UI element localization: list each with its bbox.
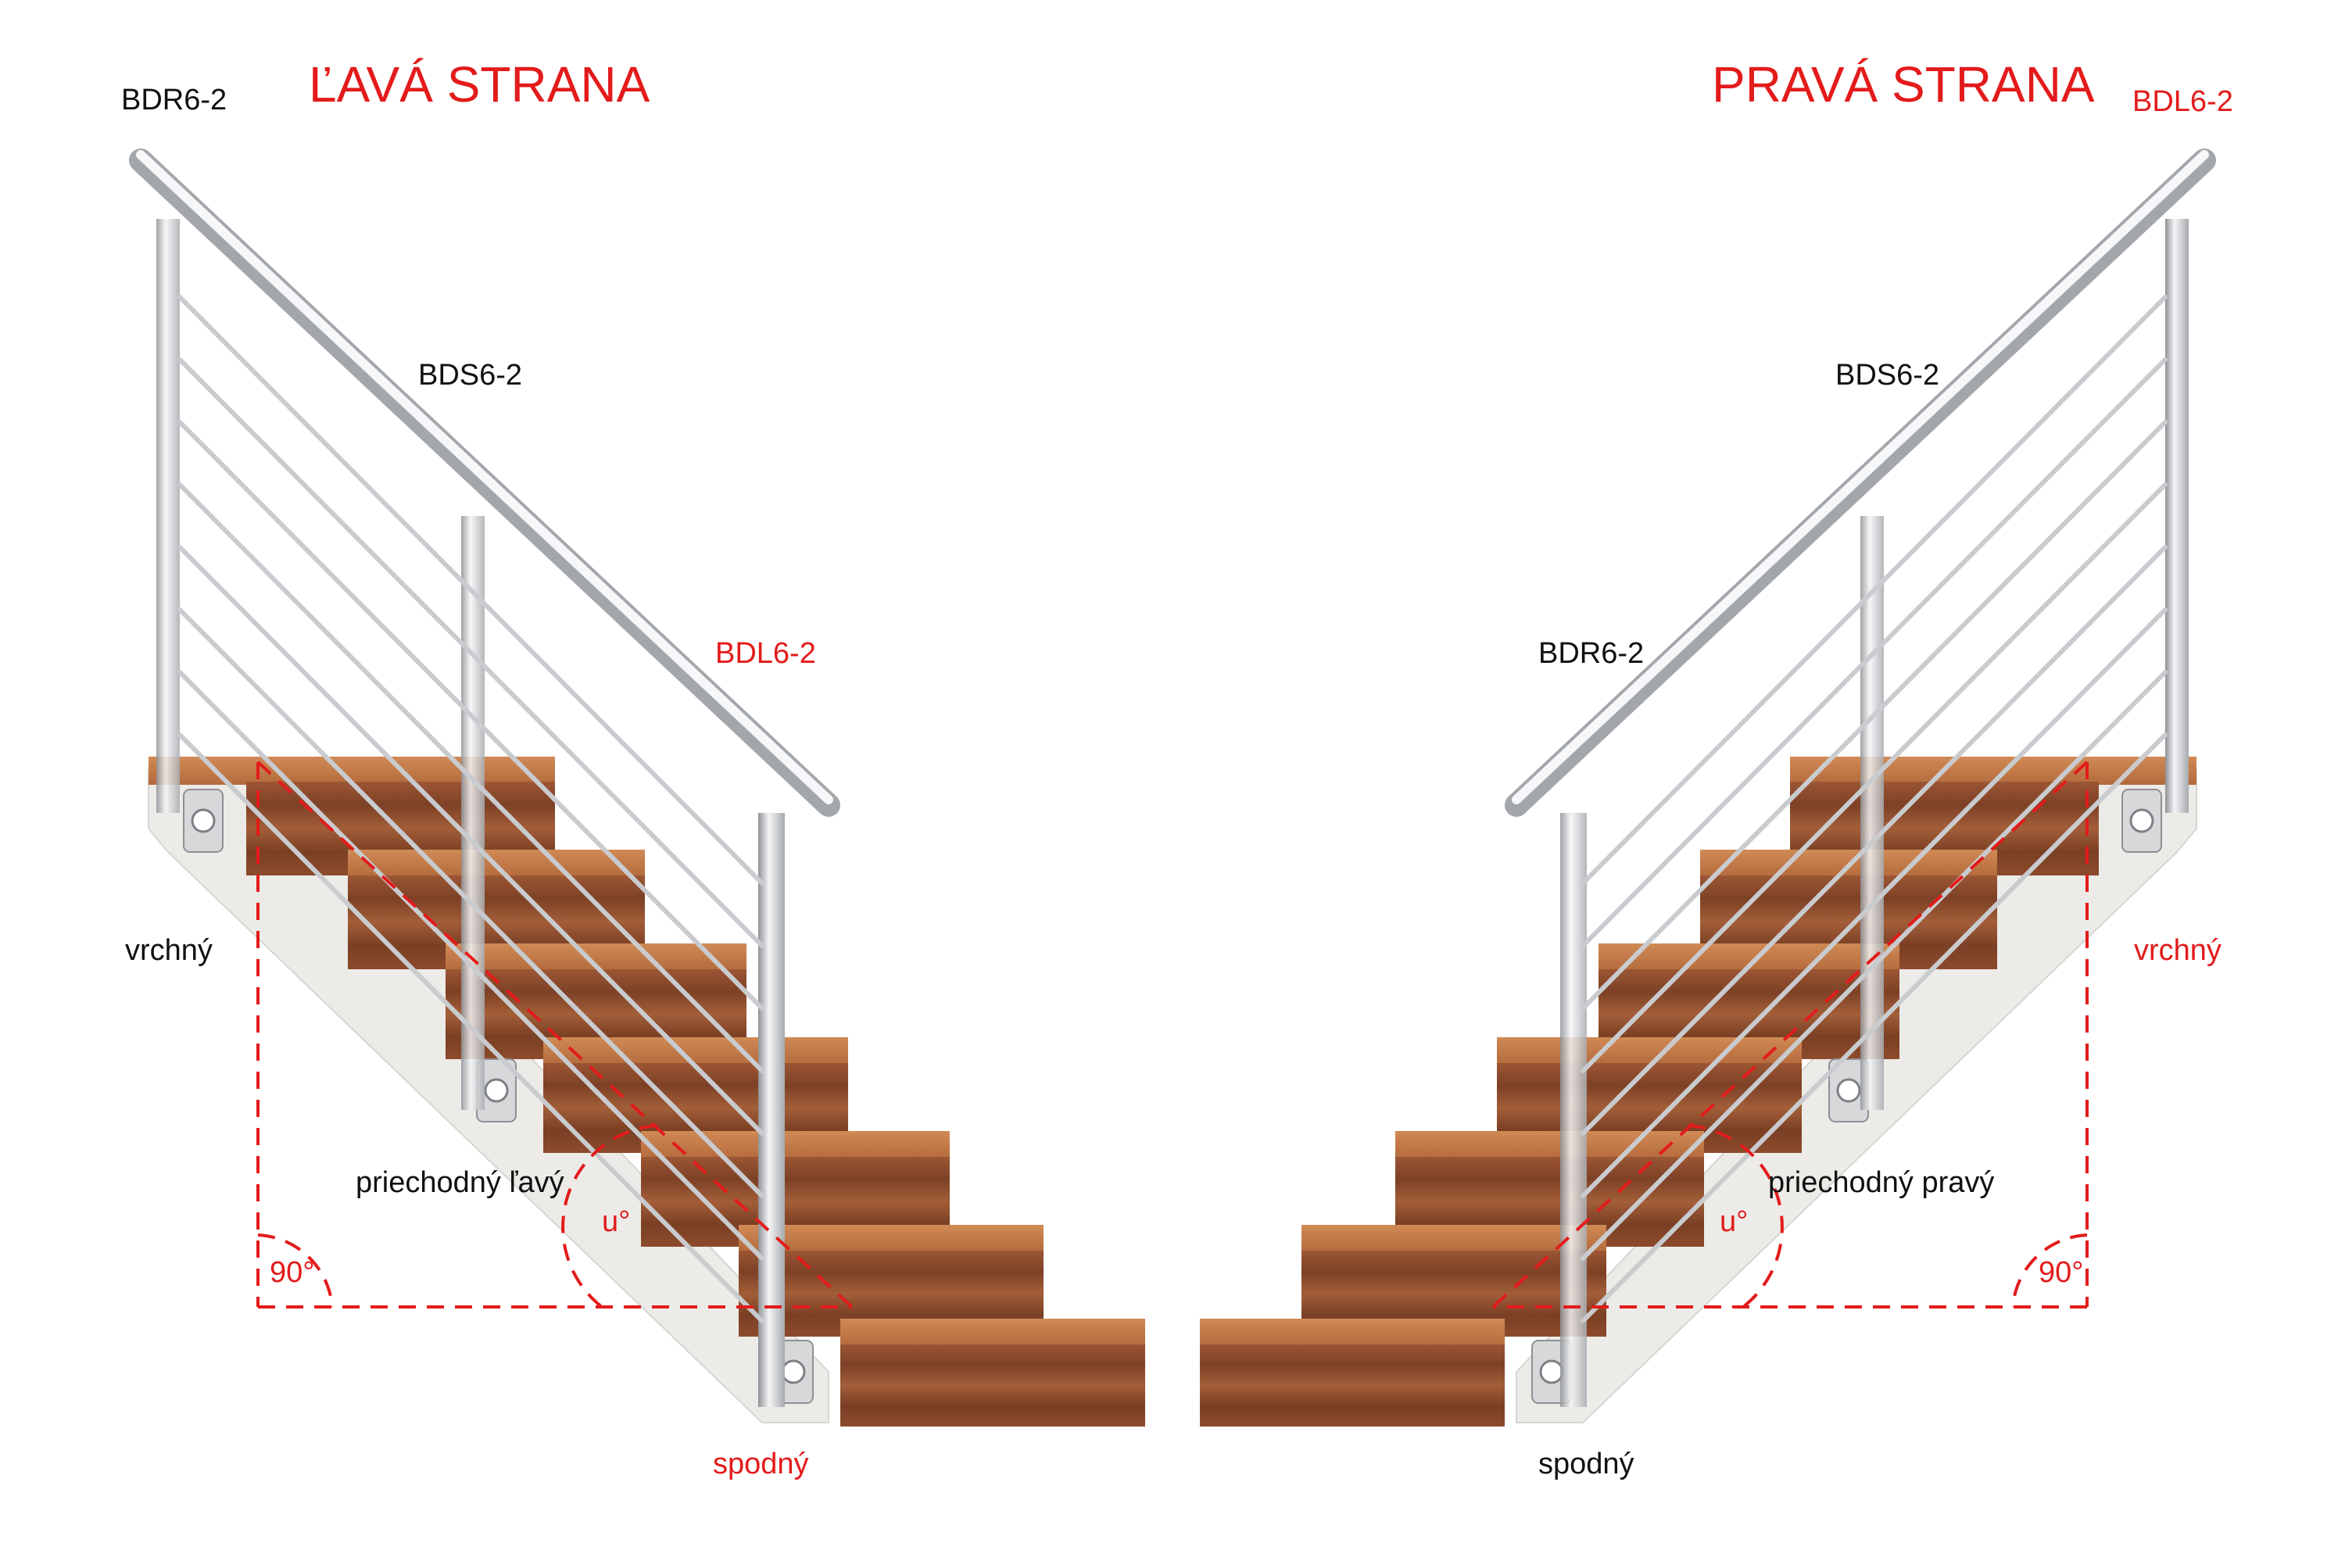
left-angle-u-label: u° bbox=[602, 1205, 630, 1238]
left-top-end-label: BDR6-2 bbox=[121, 84, 227, 116]
right-pass-bracket-label: priechodný pravý bbox=[1768, 1166, 1994, 1199]
left-middle-label: BDS6-2 bbox=[418, 359, 522, 392]
left-steps bbox=[149, 757, 1145, 1427]
right-top-end-label: BDL6-2 bbox=[2132, 85, 2233, 118]
left-posts bbox=[156, 219, 785, 1407]
left-top-bracket-label: vrchný bbox=[125, 934, 213, 967]
right-bottom-bracket-label: spodný bbox=[1538, 1448, 1634, 1480]
right-bottom-end-label: BDR6-2 bbox=[1538, 637, 1644, 670]
right-steps bbox=[1200, 757, 2196, 1427]
left-bottom-end-label: BDL6-2 bbox=[715, 637, 816, 670]
left-labels: ĽAVÁ STRANA BDR6-2 BDS6-2 BDL6-2 vrchný … bbox=[121, 56, 816, 1480]
right-title: PRAVÁ STRANA bbox=[1712, 56, 2095, 113]
left-title: ĽAVÁ STRANA bbox=[309, 56, 650, 113]
left-stair-assembly bbox=[129, 149, 1145, 1427]
left-angle-90-label: 90° bbox=[270, 1256, 314, 1289]
right-labels: PRAVÁ STRANA BDL6-2 BDS6-2 BDR6-2 vrchný… bbox=[1538, 56, 2233, 1480]
left-infill-rods bbox=[177, 295, 764, 1323]
left-bottom-bracket-label: spodný bbox=[713, 1448, 809, 1480]
left-pass-bracket-label: priechodný ľavý bbox=[356, 1166, 564, 1199]
right-top-bracket-label: vrchný bbox=[2134, 934, 2221, 967]
left-angle-guides bbox=[256, 761, 854, 1308]
right-angle-guides bbox=[1491, 761, 2089, 1308]
right-middle-label: BDS6-2 bbox=[1835, 359, 1939, 392]
right-angle-90-label: 90° bbox=[2039, 1256, 2083, 1289]
right-infill-rods bbox=[1581, 295, 2168, 1323]
right-stair-assembly bbox=[1200, 149, 2216, 1427]
right-angle-u-label: u° bbox=[1720, 1205, 1748, 1238]
